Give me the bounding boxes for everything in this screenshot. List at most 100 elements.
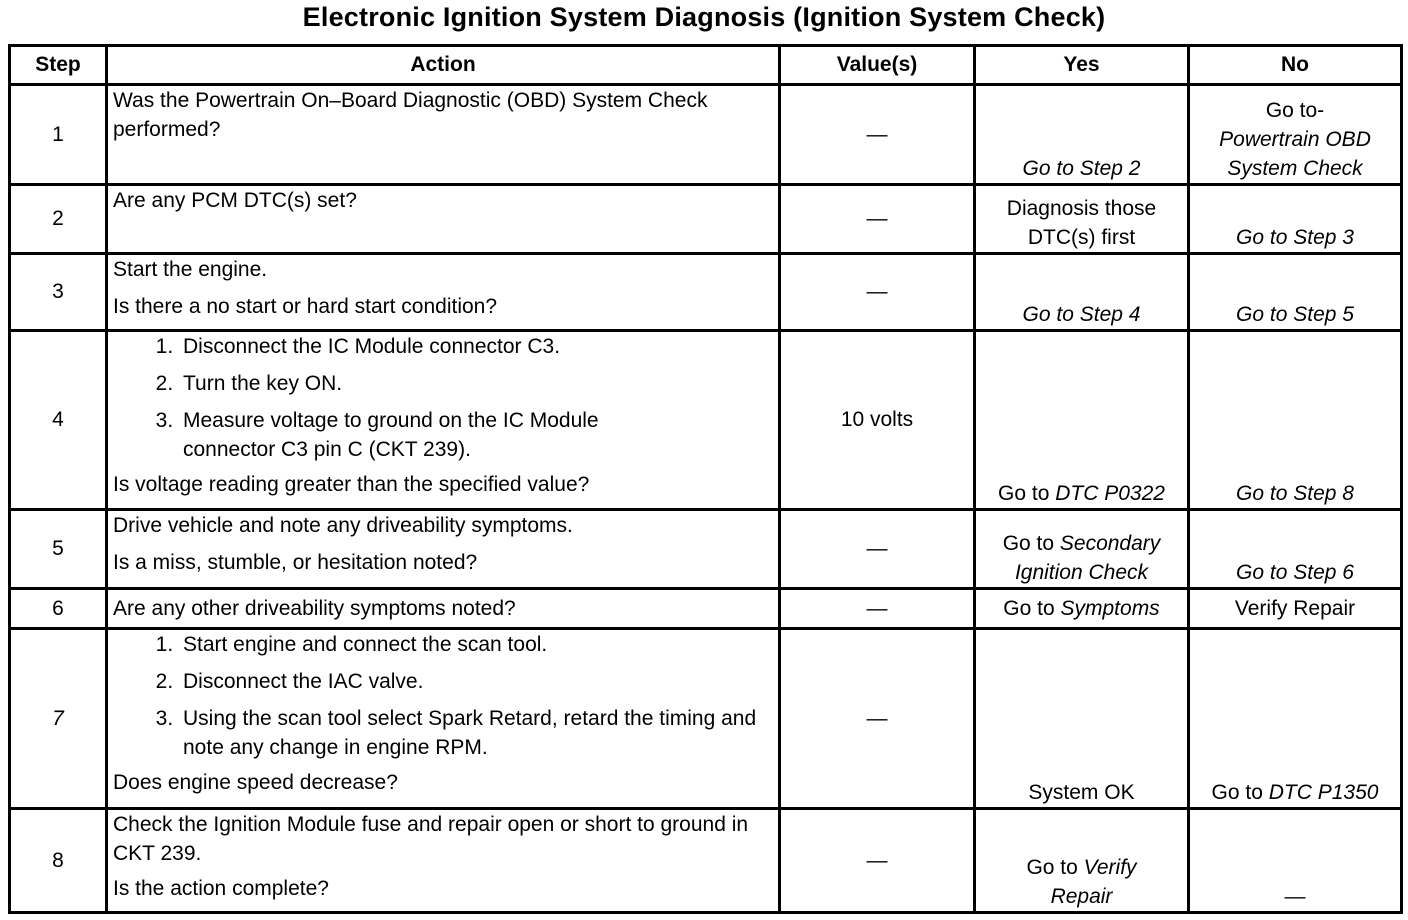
table-row: 4 Disconnect the IC Module connector C3.… <box>8 329 1403 511</box>
page-title: Electronic Ignition System Diagnosis (Ig… <box>302 2 1106 32</box>
yes-cell: Go to Symptoms <box>973 587 1190 630</box>
value-cell: — <box>778 627 976 810</box>
no-text: Go to Step 5 <box>1236 303 1354 326</box>
substep-list: Start engine and connect the scan tool. … <box>113 630 773 762</box>
action-cell: Check the Ignition Module fuse and repai… <box>105 807 781 914</box>
header-step: Step <box>8 44 108 86</box>
action-text: Check the Ignition Module fuse and repai… <box>113 813 749 865</box>
step-number: 3 <box>8 252 108 332</box>
action-cell: Are any other driveability symptoms note… <box>105 587 781 630</box>
substep-list: Disconnect the IC Module connector C3. T… <box>113 332 773 464</box>
no-text: Go to- <box>1265 99 1325 122</box>
action-text: Are any other driveability symptoms note… <box>113 597 516 620</box>
table-row: 6 Are any other driveability symptoms no… <box>8 587 1403 630</box>
action-text: Drive vehicle and note any driveability … <box>113 514 573 537</box>
step-number: 2 <box>8 183 108 255</box>
yes-text: Go to Step 4 <box>1022 303 1141 326</box>
substep-item: Turn the key ON. <box>179 369 773 398</box>
no-text: Verify Repair <box>1234 597 1356 620</box>
header-yes: Yes <box>973 44 1190 86</box>
step-number: 6 <box>8 587 108 630</box>
action-question: Is a miss, stumble, or hesitation noted? <box>113 551 478 574</box>
action-question: Is the action complete? <box>113 877 329 900</box>
yes-text: Go to <box>1026 856 1084 879</box>
yes-text-wrap: Go to Verify Repair <box>981 853 1182 911</box>
no-cell: — <box>1187 807 1403 914</box>
no-text: Go to Step 3 <box>1236 226 1354 249</box>
yes-text: Go to <box>1002 532 1060 555</box>
value-cell: 10 volts <box>778 329 976 511</box>
yes-link-text: DTC P0322 <box>1055 482 1165 505</box>
yes-cell: Go to DTC P0322 <box>973 329 1190 511</box>
value-cell: — <box>778 508 976 590</box>
no-link-text: DTC P1350 <box>1268 781 1379 804</box>
action-question: Does engine speed decrease? <box>113 771 398 794</box>
no-cell: Go to Step 3 <box>1187 183 1403 255</box>
table-row: 1 Was the Powertrain On–Board Diagnostic… <box>8 83 1403 186</box>
action-cell: Disconnect the IC Module connector C3. T… <box>105 329 781 511</box>
yes-text: Diagnosis those DTC(s) first <box>1006 197 1157 249</box>
no-text: Go to <box>1211 781 1269 804</box>
step-number: 8 <box>8 807 108 914</box>
action-question: Is there a no start or hard start condit… <box>113 295 498 318</box>
yes-cell: Go to Step 4 <box>973 252 1190 332</box>
value-cell: — <box>778 587 976 630</box>
table-header-row: Step Action Value(s) Yes No <box>8 44 1403 86</box>
no-text: Go to Step 8 <box>1236 482 1354 505</box>
no-cell: Go to Step 5 <box>1187 252 1403 332</box>
yes-text-wrap: Go to Secondary Ignition Check <box>981 529 1182 587</box>
substep-item: Start engine and connect the scan tool. <box>179 630 773 659</box>
yes-cell: Go to Secondary Ignition Check <box>973 508 1190 590</box>
yes-text: Go to <box>1003 597 1061 620</box>
table-row: 8 Check the Ignition Module fuse and rep… <box>8 807 1403 914</box>
value-cell: — <box>778 252 976 332</box>
table-row: 3 Start the engine. Is there a no start … <box>8 252 1403 332</box>
action-text: Start the engine. <box>113 258 268 281</box>
yes-cell: Go to Verify Repair <box>973 807 1190 914</box>
value-cell: — <box>778 83 976 186</box>
no-text: — <box>1284 885 1306 908</box>
yes-cell: Diagnosis those DTC(s) first <box>973 183 1190 255</box>
step-number: 4 <box>8 329 108 511</box>
substep-item: Disconnect the IC Module connector C3. <box>179 332 773 361</box>
step-number: 5 <box>8 508 108 590</box>
yes-cell: System OK <box>973 627 1190 810</box>
action-question: Is voltage reading greater than the spec… <box>113 473 590 496</box>
no-cell: Go to- Powertrain OBD System Check <box>1187 83 1403 186</box>
no-cell: Go to Step 8 <box>1187 329 1403 511</box>
substep-item: Disconnect the IAC valve. <box>179 667 773 696</box>
substep-item: Using the scan tool select Spark Retard,… <box>179 704 773 762</box>
no-link-text: Powertrain OBD System Check <box>1219 128 1371 180</box>
substep-item: Measure voltage to ground on the IC Modu… <box>179 406 773 464</box>
value-cell: — <box>778 807 976 914</box>
action-cell: Start the engine. Is there a no start or… <box>105 252 781 332</box>
yes-cell: Go to Step 2 <box>973 83 1190 186</box>
step-number: 1 <box>8 83 108 186</box>
action-cell: Drive vehicle and note any driveability … <box>105 508 781 590</box>
no-cell: Verify Repair <box>1187 587 1403 630</box>
yes-text: Go to Step 2 <box>1022 157 1141 180</box>
yes-link-text: Verify Repair <box>1050 856 1137 908</box>
diagnosis-table: Step Action Value(s) Yes No 1 Was the Po… <box>8 44 1403 914</box>
no-cell: Go to DTC P1350 <box>1187 627 1403 810</box>
yes-link-text: Symptoms <box>1060 597 1160 620</box>
value-cell: — <box>778 183 976 255</box>
table-row: 7 Start engine and connect the scan tool… <box>8 627 1403 810</box>
action-cell: Start engine and connect the scan tool. … <box>105 627 781 810</box>
yes-text: System OK <box>1028 781 1135 804</box>
action-cell: Was the Powertrain On–Board Diagnostic (… <box>105 83 781 186</box>
no-cell: Go to Step 6 <box>1187 508 1403 590</box>
action-text: Was the Powertrain On–Board Diagnostic (… <box>113 89 708 141</box>
no-text: Go to Step 6 <box>1236 561 1354 584</box>
header-no: No <box>1187 44 1403 86</box>
table-row: 2 Are any PCM DTC(s) set? — Diagnosis th… <box>8 183 1403 255</box>
action-cell: Are any PCM DTC(s) set? <box>105 183 781 255</box>
yes-text: Go to <box>998 482 1056 505</box>
table-row: 5 Drive vehicle and note any driveabilit… <box>8 508 1403 590</box>
header-values: Value(s) <box>778 44 976 86</box>
action-text: Are any PCM DTC(s) set? <box>113 189 357 212</box>
header-action: Action <box>105 44 781 86</box>
step-number: 7 <box>8 627 108 810</box>
yes-link-text: Secondary Ignition Check <box>1014 532 1161 584</box>
